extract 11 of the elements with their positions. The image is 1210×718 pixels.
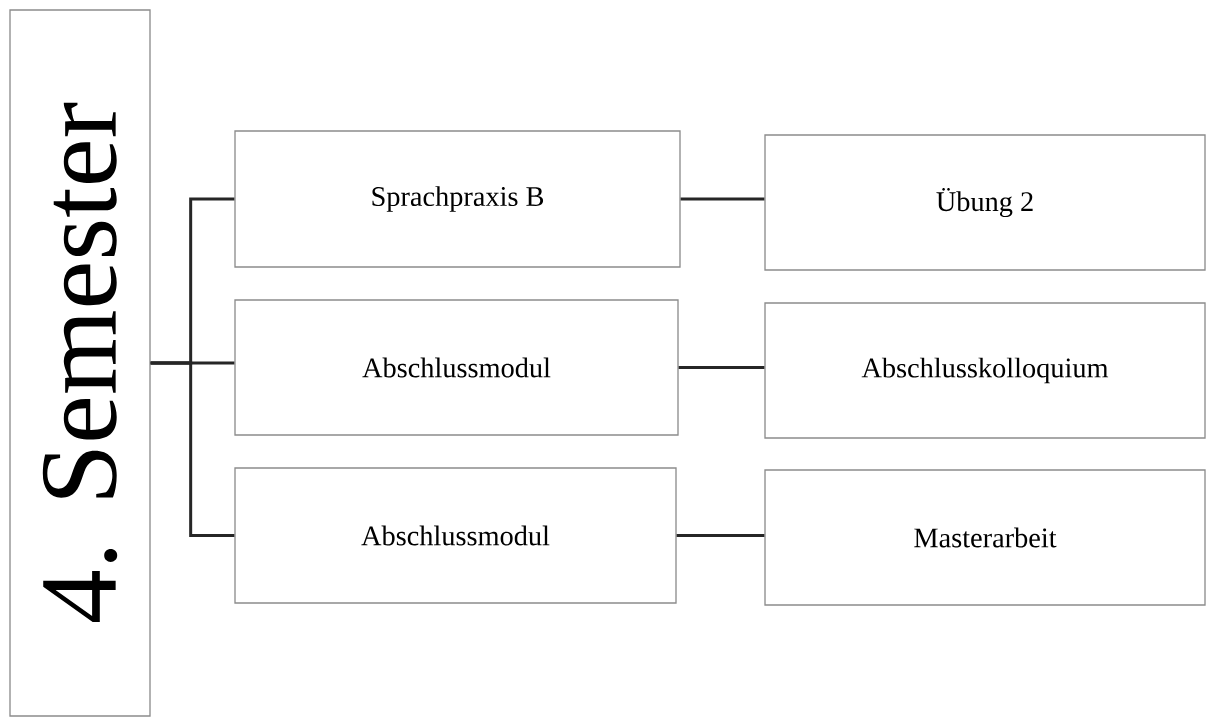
module-box: Übung 2 bbox=[764, 134, 1206, 271]
semester-box: 4. Semester bbox=[9, 9, 151, 717]
module-box: Masterarbeit bbox=[764, 469, 1206, 606]
module-box: Sprachpraxis B bbox=[234, 130, 681, 268]
module-box: Abschlusskolloquium bbox=[764, 302, 1206, 439]
module-box: Abschlussmodul bbox=[234, 467, 677, 604]
connector-line bbox=[678, 366, 765, 369]
connector-line bbox=[676, 534, 765, 537]
module-box: Abschlussmodul bbox=[234, 299, 679, 436]
connector-line bbox=[150, 361, 235, 537]
connector-line bbox=[680, 197, 765, 201]
